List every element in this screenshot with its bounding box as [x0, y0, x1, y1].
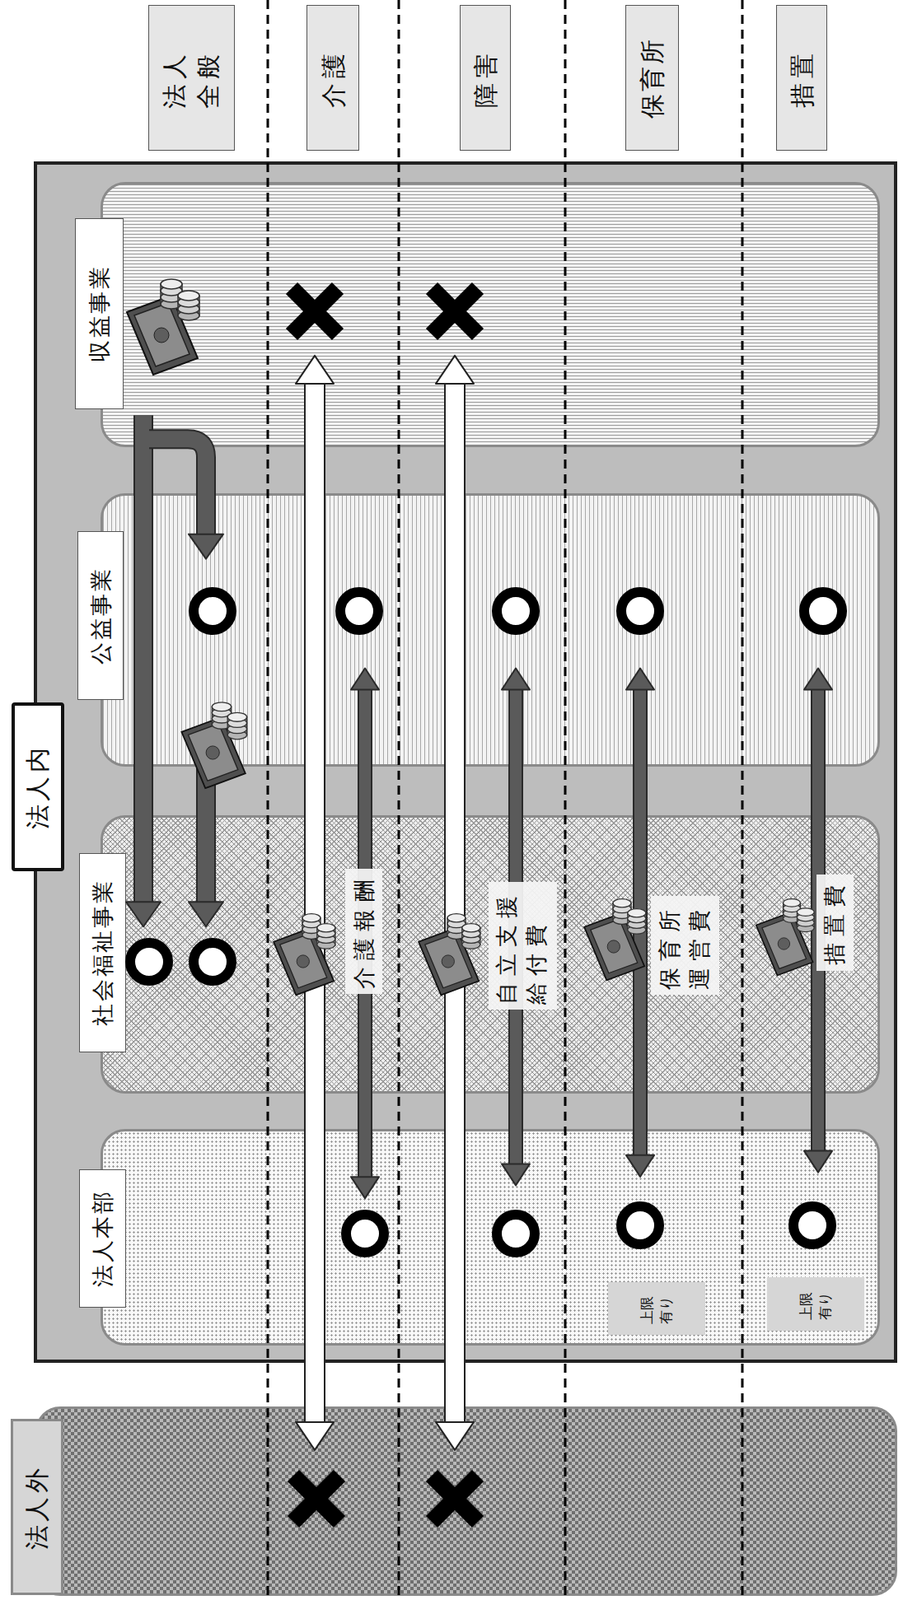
- connector: [295, 355, 334, 1451]
- arrow-head: [126, 902, 161, 927]
- connector-shaft: [149, 439, 206, 536]
- dashed-divider: [741, 0, 744, 1600]
- connector-shaft: [135, 415, 152, 904]
- rotated-text: 公益事業: [85, 566, 115, 665]
- category-header: 障害: [459, 4, 511, 151]
- category-header: 介護: [306, 4, 360, 151]
- allowed-circle: [621, 1207, 660, 1245]
- arrow-head: [188, 534, 224, 560]
- rotated-text: 法人本部: [88, 1190, 117, 1289]
- allowed-circle: [621, 592, 660, 631]
- connector-outline: [149, 439, 206, 536]
- arrow-head: [350, 1177, 379, 1199]
- edge-label: 保育所運営費: [650, 896, 720, 996]
- arrow-head: [295, 355, 334, 384]
- category-header: 措置: [776, 4, 828, 151]
- allowed-circle: [340, 592, 379, 631]
- rotated-text: 上限有り: [796, 1289, 835, 1320]
- arrow-head: [435, 355, 474, 384]
- rotated-text: 上限有り: [637, 1293, 676, 1325]
- forbidden-cross: [293, 1476, 340, 1523]
- band-label: 収益事業: [74, 218, 124, 410]
- forbidden-cross: [431, 1476, 478, 1523]
- rotated-text: 障害: [469, 48, 502, 108]
- allowed-circle: [193, 943, 232, 982]
- rotated-text: 法人内: [22, 744, 55, 831]
- money-icon: [181, 702, 247, 789]
- edge-label: 介護報酬: [345, 869, 383, 995]
- money-icon: [584, 899, 646, 982]
- business-band: 収益事業: [100, 182, 880, 448]
- rotated-text: 措置: [786, 48, 819, 108]
- connector-outline: [304, 382, 326, 1425]
- limit-note: 上限有り: [767, 1277, 865, 1332]
- allowed-circle: [804, 592, 843, 631]
- forbidden-marks: [291, 288, 478, 1523]
- connector-shaft: [305, 382, 324, 1425]
- rotated-text: 法人全般: [158, 46, 225, 109]
- category-header: 法人全般: [148, 4, 235, 151]
- row-dividers: [267, 0, 743, 1600]
- connector-shaft: [445, 382, 464, 1425]
- rotated-text: 保育所運営費: [655, 901, 716, 991]
- arrow-head: [435, 1422, 474, 1451]
- dashed-divider: [266, 0, 270, 1600]
- arrow-head: [626, 1155, 655, 1178]
- limit-note: 上限有り: [608, 1282, 706, 1336]
- band-label: 法人内: [11, 702, 65, 872]
- dashed-divider: [564, 0, 567, 1600]
- forbidden-cross: [431, 288, 478, 335]
- allowed-circle: [496, 592, 535, 631]
- forbidden-cross: [291, 288, 338, 335]
- arrow-head: [804, 668, 833, 690]
- connector-outline: [444, 382, 466, 1425]
- money-icon: [418, 914, 481, 997]
- rotated-text: 介護報酬: [348, 874, 378, 990]
- rotated-text: 保育所: [636, 37, 669, 119]
- rotated-text: 自立支援給付費: [492, 886, 553, 1005]
- arrow-head: [188, 902, 224, 927]
- rotated-text: 措置費: [819, 879, 849, 966]
- band-label: 法人外: [10, 1419, 64, 1596]
- money-icon: [273, 914, 336, 997]
- arrow-head: [501, 668, 530, 690]
- band-label: 法人本部: [79, 1169, 127, 1309]
- connector: [435, 355, 474, 1451]
- dashed-divider: [397, 0, 401, 1600]
- money-icon: [126, 279, 200, 375]
- allowed-circle: [130, 943, 169, 982]
- connector: [126, 415, 161, 927]
- rotated-text: 介護: [317, 48, 350, 108]
- business-band: 法人本部上限有り上限有り: [100, 1129, 880, 1347]
- allowed-marks: [130, 592, 843, 1254]
- rotated-text: 法人外: [21, 1464, 54, 1551]
- money-icon: [756, 899, 815, 977]
- arrow-head: [626, 668, 655, 690]
- band-label: 社会福祉事業: [79, 853, 127, 1053]
- category-header: 保育所: [625, 4, 679, 151]
- allowed-circle: [496, 1215, 535, 1254]
- arrow-head: [295, 1422, 334, 1451]
- allowed-circle: [793, 1207, 832, 1245]
- arrow-head: [804, 1151, 833, 1174]
- edge-label: 措置費: [816, 874, 854, 972]
- connector-outline: [133, 415, 154, 904]
- connector: [149, 439, 224, 559]
- band-label: 公益事業: [77, 531, 124, 701]
- rotated-text: 収益事業: [84, 265, 114, 364]
- allowed-circle: [193, 592, 232, 631]
- edge-label: 自立支援給付費: [488, 882, 557, 1011]
- rotated-text: 社会福祉事業: [88, 879, 117, 1027]
- arrow-head: [350, 668, 379, 690]
- arrow-head: [501, 1164, 530, 1186]
- money-icons: [126, 279, 815, 996]
- allowed-circle: [346, 1215, 384, 1254]
